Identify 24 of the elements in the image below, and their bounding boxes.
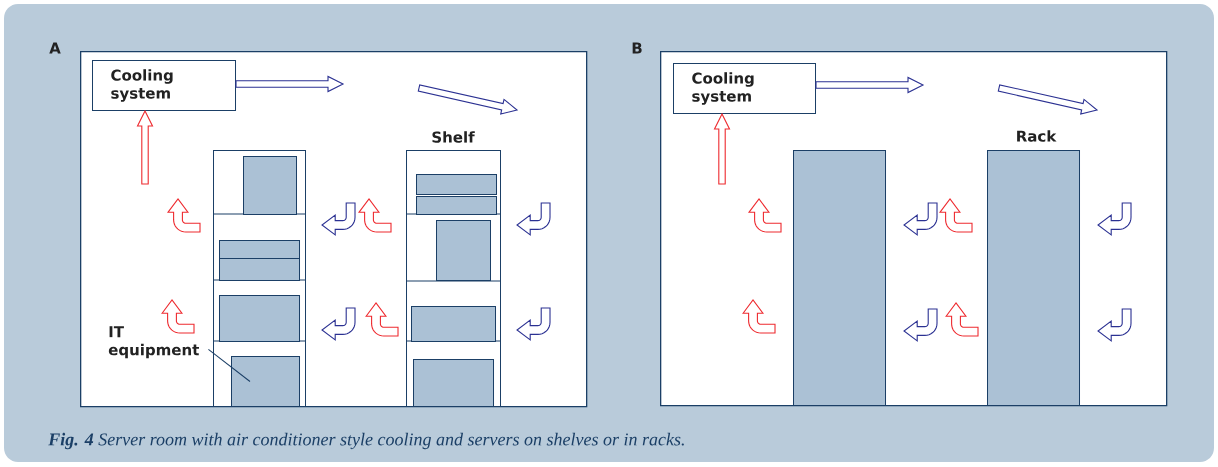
cooling-system-box: Cooling system xyxy=(92,60,236,111)
equipment-box xyxy=(436,220,491,281)
airflow-arrow xyxy=(815,76,925,94)
equipment-box xyxy=(416,174,497,195)
caption: Fig. 4 Server room with air conditioner style cooling and servers on shelves or in racks. xyxy=(48,432,684,450)
node-label: B xyxy=(632,42,642,54)
node-label: Rack xyxy=(1017,130,1057,142)
equipment-box xyxy=(416,196,497,215)
equipment-box xyxy=(411,306,496,342)
equipment-box xyxy=(219,258,300,281)
leader-line xyxy=(207,348,251,382)
rack: Rack xyxy=(987,130,1080,406)
equipment-box xyxy=(219,240,300,259)
equipment-box xyxy=(231,356,300,407)
equipment-label: IT equipment xyxy=(108,326,199,359)
airflow-arrow xyxy=(235,75,345,93)
equipment-box xyxy=(413,359,494,407)
airflow-arrow xyxy=(136,109,154,185)
equipment-box xyxy=(219,295,300,342)
node-label: A xyxy=(49,42,61,54)
airflow-arrow xyxy=(713,112,731,185)
rack xyxy=(793,150,886,406)
cooling-system-box: Cooling system xyxy=(673,63,816,114)
equipment-box xyxy=(243,156,297,215)
